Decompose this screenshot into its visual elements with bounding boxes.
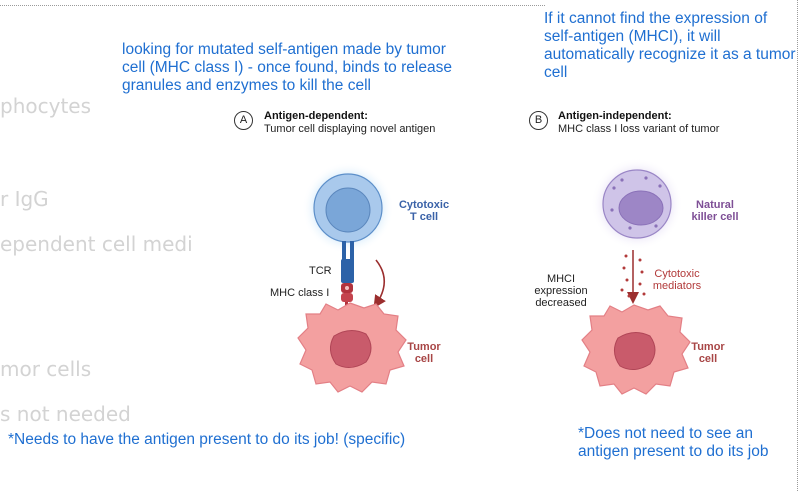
note-right-bottom: *Does not need to see an antigen present… [578, 425, 769, 460]
panel-b-marker: B [529, 111, 548, 130]
tcr-receptor [341, 241, 354, 283]
ghost-text-2: r IgG [0, 187, 49, 211]
mhci-decreased-line3: decreased [535, 297, 587, 309]
cytotoxic-mediators-line2: mediators [652, 280, 702, 292]
tumor-cell-a-label-line1: Tumor [407, 341, 441, 353]
nk-cell-label-line2: killer cell [691, 211, 739, 223]
tcr-label: TCR [309, 265, 332, 277]
ghost-text-5: s not needed [0, 402, 131, 426]
t-cell-label-line1: Cytotoxic [398, 199, 450, 211]
mhci-decreased-label: MHCI expression decreased [528, 273, 594, 309]
mhci-decreased-line2: expression [534, 285, 588, 297]
note-left-bottom: *Needs to have the antigen present to do… [8, 431, 406, 448]
top-divider [0, 5, 545, 6]
t-cell-label: Cytotoxic T cell [396, 199, 452, 223]
cytotoxic-mediators-label: Cytotoxic mediators [646, 268, 708, 292]
tumor-cell-b [581, 304, 691, 395]
panel-a-subtitle: Tumor cell displaying novel antigen [264, 123, 436, 135]
t-cell-label-line2: T cell [409, 211, 439, 223]
panel-b-title: Antigen-independent: [558, 110, 672, 122]
tumor-cell-a [297, 302, 407, 393]
nk-cell-label: Natural killer cell [683, 199, 747, 223]
mhci-decreased-line1: MHCI [546, 273, 576, 285]
tumor-cell-b-label-line2: cell [698, 353, 718, 365]
mhc-class-i-label: MHC class I [270, 287, 330, 299]
t-cell [302, 162, 394, 254]
tumor-cell-a-label: Tumor cell [402, 341, 446, 365]
tumor-cell-a-label-line2: cell [414, 353, 434, 365]
ghost-text-4: mor cells [0, 357, 92, 381]
note-right-top: If it cannot find the expression of self… [544, 10, 796, 81]
panel-a-marker: A [234, 111, 253, 130]
ghost-text-1: phocytes [0, 94, 92, 118]
panel-a-title: Antigen-dependent: [264, 110, 368, 122]
ghost-text-3: ependent cell medi [0, 232, 193, 256]
panel-b-subtitle: MHC class I loss variant of tumor [558, 123, 720, 135]
right-divider [797, 0, 798, 491]
cytotoxic-mediators-line1: Cytotoxic [654, 268, 700, 280]
note-left-top: looking for mutated self-antigen made by… [122, 41, 452, 94]
tumor-cell-b-label-line1: Tumor [691, 341, 725, 353]
nk-cell [591, 158, 683, 250]
tumor-cell-b-label: Tumor cell [686, 341, 730, 365]
cytotoxic-granules [620, 250, 646, 304]
nk-cell-label-line1: Natural [696, 199, 734, 211]
kill-arrow [373, 259, 386, 309]
